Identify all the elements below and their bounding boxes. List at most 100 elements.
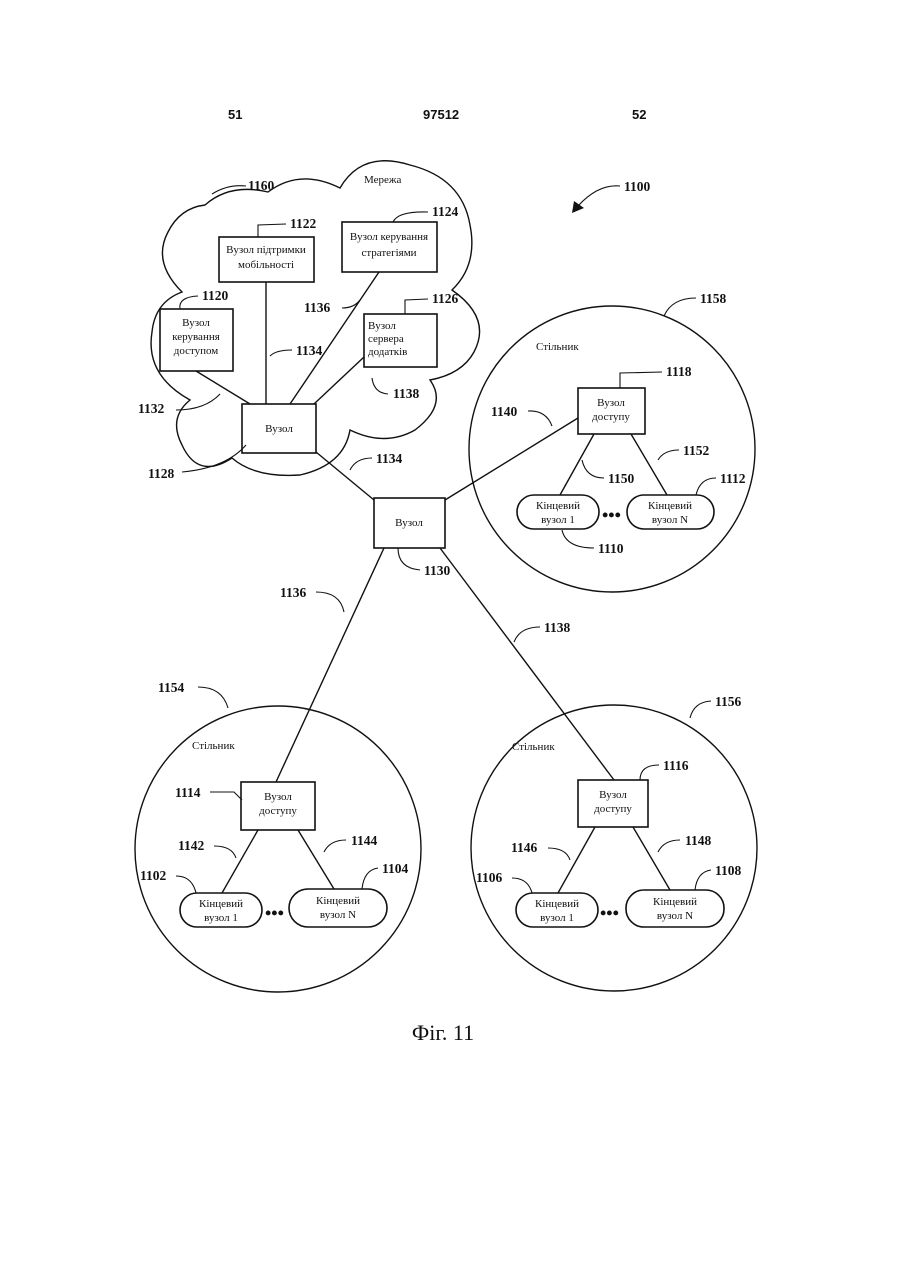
cell-bottom-left-link-left <box>222 830 258 893</box>
cell-bottom-right-ref: 1156 <box>715 694 742 709</box>
central-link-1134-leader <box>350 458 372 470</box>
cell-bottom-right-link-1148-label: 1148 <box>685 833 712 848</box>
app-server-leader <box>405 299 428 314</box>
link-access-control-to-core <box>196 371 250 404</box>
link-1138-leader <box>372 378 388 394</box>
cell-bottom-right-endn-line1: Кінцевий <box>653 896 697 908</box>
cell-bottom-right-leader <box>690 701 711 718</box>
system-ref-label: 1100 <box>624 179 651 194</box>
cell-bottom-left-end1-line2: вузол 1 <box>204 912 238 924</box>
cell-bottom-right-link-1146-leader <box>548 848 570 860</box>
cell-top-right-label: Стільник <box>536 341 579 353</box>
cell-bottom-right-access-leader <box>640 765 659 780</box>
access-control-leader <box>180 296 198 309</box>
figure-caption: Фіг. 11 <box>412 1020 474 1045</box>
cell-top-right-leader <box>664 298 696 316</box>
cell-top-right-link-1152-leader <box>658 450 679 460</box>
cell-bottom-right-endn-line2: вузол N <box>657 910 693 922</box>
app-server-line2: сервера <box>368 333 404 345</box>
cell-top-right-access-line2: доступу <box>592 411 630 423</box>
link-1136-label: 1136 <box>304 300 331 315</box>
link-1134-label: 1134 <box>296 343 323 358</box>
link-central-to-cell-top-right <box>445 418 578 500</box>
cell-bottom-left-link-1144-leader <box>324 840 346 852</box>
cell-bottom-right-end1-ref: 1106 <box>476 870 503 885</box>
cell-bottom-right-end1-line2: вузол 1 <box>540 912 574 924</box>
link-1138-label: 1138 <box>393 386 420 401</box>
cell-top-right-dots: ••• <box>602 505 621 525</box>
cell-top-right-endn-leader <box>696 478 716 495</box>
policy-node-ref: 1124 <box>432 204 459 219</box>
cell-top-right-endn-line1: Кінцевий <box>648 500 692 512</box>
cell-top-right-ref: 1158 <box>700 291 727 306</box>
access-control-ref: 1120 <box>202 288 229 303</box>
central-link-1138-leader <box>514 627 540 642</box>
access-control-line1: Вузол <box>182 317 210 329</box>
cell-bottom-left-endn-line2: вузол N <box>320 909 356 921</box>
system-ref-arrowhead <box>572 201 584 213</box>
link-app-server-to-core <box>314 357 364 404</box>
policy-node-line1: Вузол керування <box>350 231 428 243</box>
cloud-ref-label: 1160 <box>248 178 275 193</box>
cell-top-right-link-1150-label: 1150 <box>608 471 635 486</box>
cell-bottom-left-link-1144-label: 1144 <box>351 833 378 848</box>
mobility-node-ref: 1122 <box>290 216 317 231</box>
central-node-label: Вузол <box>395 517 423 529</box>
cell-bottom-right-label: Стільник <box>512 741 555 753</box>
cell-bottom-right-endn-ref: 1108 <box>715 863 742 878</box>
mobility-node-line2: мобільності <box>238 259 294 271</box>
cell-bottom-right-dots: ••• <box>600 903 619 923</box>
link-1134-leader <box>270 350 292 356</box>
cell-bottom-left-access-line2: доступу <box>259 805 297 817</box>
cell-bottom-left-link-1142-label: 1142 <box>178 838 205 853</box>
cell-bottom-right-link-right <box>633 827 670 890</box>
link-1132-label: 1132 <box>138 401 165 416</box>
cell-bottom-right-access-line1: Вузол <box>599 789 627 801</box>
cell-bottom-right-access-line2: доступу <box>594 803 632 815</box>
central-link-1138-label: 1138 <box>544 620 571 635</box>
cell-top-right-link-1140-label: 1140 <box>491 404 518 419</box>
cell-top-right-endn-ref: 1112 <box>720 471 746 486</box>
cell-bottom-right-end1-leader <box>512 878 532 893</box>
cell-top-right-link-1140-leader <box>528 411 552 426</box>
cell-bottom-right-endn-leader <box>695 870 711 890</box>
network-label: Мережа <box>364 174 402 186</box>
cell-bottom-left-access-ref: 1114 <box>175 785 201 800</box>
app-server-line1: Вузол <box>368 320 396 332</box>
cell-bottom-right-access-ref: 1116 <box>663 758 689 773</box>
cell-bottom-left-link-1142-leader <box>214 846 236 858</box>
cell-bottom-left-access-line1: Вузол <box>264 791 292 803</box>
central-link-1136-label: 1136 <box>280 585 307 600</box>
cell-bottom-left-endn-line1: Кінцевий <box>316 895 360 907</box>
central-node-leader <box>398 548 420 570</box>
core-node-ref: 1128 <box>148 466 175 481</box>
cell-bottom-left-label: Стільник <box>192 740 235 752</box>
cell-bottom-left-link-right <box>298 830 334 889</box>
cell-top-right-access-ref: 1118 <box>666 364 692 379</box>
access-control-line3: доступом <box>174 345 219 357</box>
cell-bottom-right-end1-line1: Кінцевий <box>535 898 579 910</box>
cell-bottom-right-link-left <box>558 827 595 893</box>
cell-top-right-end1-line2: вузол 1 <box>541 514 575 526</box>
app-server-line3: додатків <box>368 346 407 358</box>
cell-top-right-link-1150-leader <box>582 460 604 478</box>
access-control-line2: керування <box>172 331 220 343</box>
cell-bottom-left-dots: ••• <box>265 903 284 923</box>
cell-top-right-endn-line2: вузол N <box>652 514 688 526</box>
mobility-node-leader <box>258 224 286 237</box>
cell-top-right-end1-line1: Кінцевий <box>536 500 580 512</box>
cell-bottom-left-ref: 1154 <box>158 680 185 695</box>
cell-bottom-left-end1-line1: Кінцевий <box>199 898 243 910</box>
cell-top-right-access-line1: Вузол <box>597 397 625 409</box>
link-core-to-central <box>316 452 374 500</box>
cell-bottom-left-leader <box>198 687 228 708</box>
link-central-to-cell-bottom-left <box>276 548 384 782</box>
cell-bottom-left-endn-ref: 1104 <box>382 861 409 876</box>
cell-bottom-left-access-leader <box>210 792 242 800</box>
cell-bottom-left-end1-ref: 1102 <box>140 868 167 883</box>
core-node-label: Вузол <box>265 423 293 435</box>
cell-top-right-end1-leader <box>562 530 594 548</box>
central-link-1134-label: 1134 <box>376 451 403 466</box>
cell-top-right-end1-ref: 1110 <box>598 541 624 556</box>
